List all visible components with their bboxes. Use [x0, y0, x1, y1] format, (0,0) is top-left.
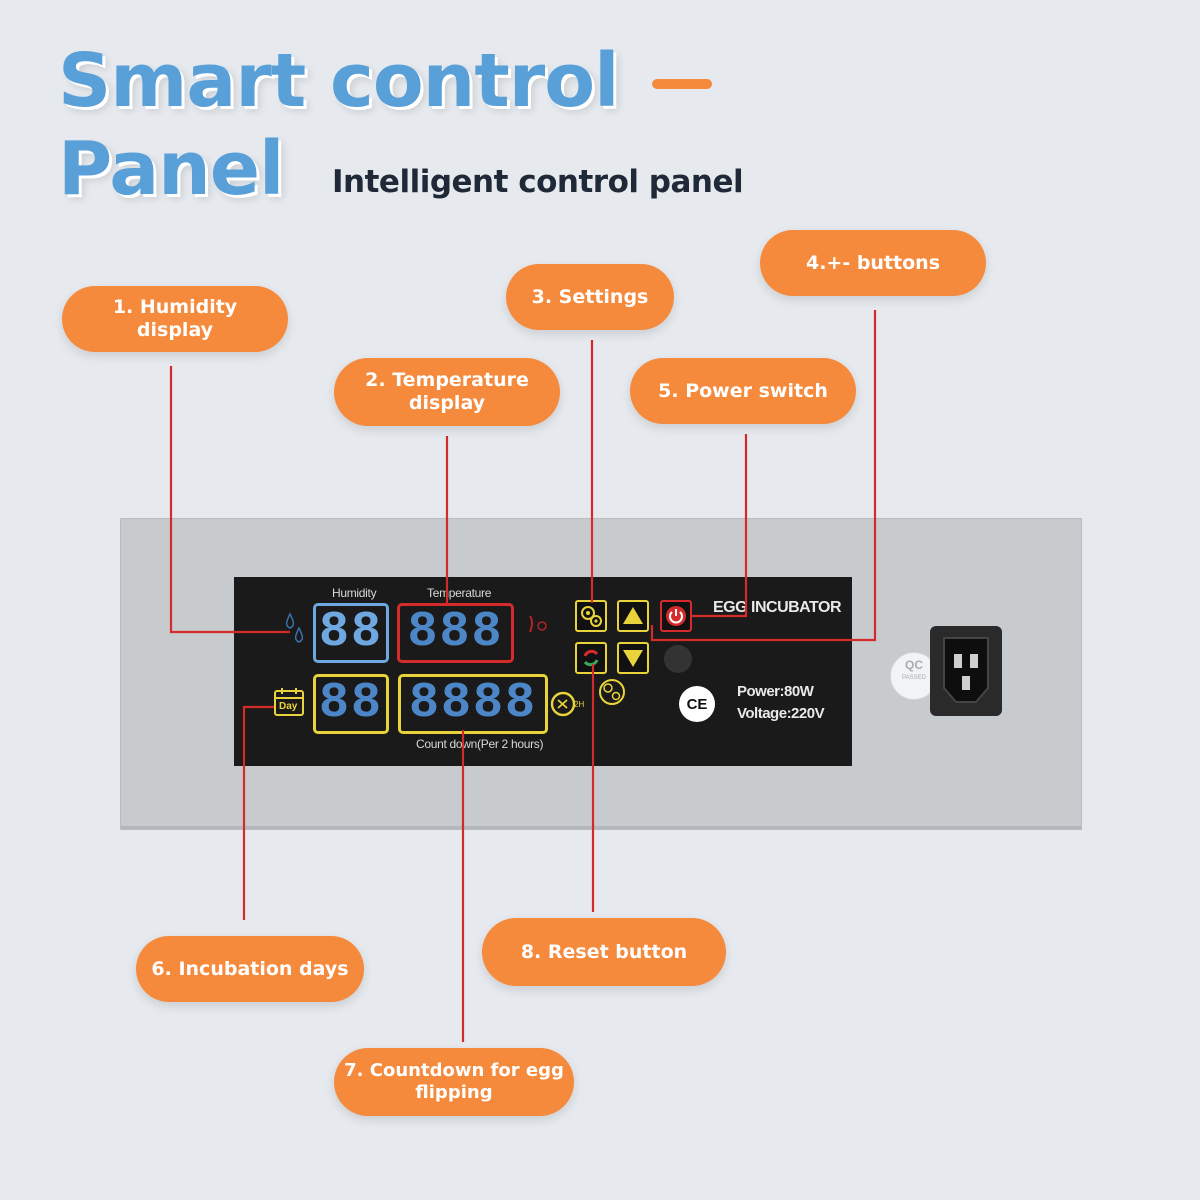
title-line-2: Panel [58, 126, 284, 212]
flip-timer-icon [549, 688, 591, 722]
callout-plus-minus-buttons: 4.+- buttons [760, 230, 986, 296]
power-spec: Power:80W [737, 683, 814, 700]
qc-label: QC [905, 658, 923, 672]
power-socket-icon [930, 626, 1002, 716]
plus-button[interactable] [617, 600, 649, 632]
thermometer-icon [522, 610, 552, 640]
ce-mark-icon: CE [679, 686, 715, 722]
ce-mark: CE [686, 695, 708, 713]
callout-reset-button: 8. Reset button [482, 918, 726, 986]
minus-button[interactable] [617, 642, 649, 674]
title-dash-decoration [652, 79, 712, 89]
temperature-display: 888 [397, 603, 514, 663]
countdown-display: 8888 [398, 674, 548, 734]
callout-countdown-flipping: 7. Countdown for egg flipping [334, 1048, 574, 1116]
temperature-label: Temperature [427, 586, 492, 600]
subtitle: Intelligent control panel [332, 164, 744, 200]
power-icon [666, 606, 686, 626]
control-panel-face [234, 577, 852, 766]
callout-power-switch: 5. Power switch [630, 358, 856, 424]
qc-sub-label: PASSED [902, 675, 926, 681]
leader-power [690, 434, 748, 618]
power-switch-button[interactable] [660, 600, 692, 632]
countdown-label: Count down(Per 2 hours) [416, 737, 544, 751]
leader-humidity [169, 366, 290, 634]
reset-arrows-icon [583, 649, 599, 667]
callout-humidity-display: 1. Humidity display [62, 286, 288, 352]
down-arrow-icon [623, 650, 643, 667]
leader-plus-minus [650, 310, 877, 642]
indicator-light [664, 645, 692, 673]
callout-incubation-days: 6. Incubation days [136, 936, 364, 1002]
title-line-1: Smart control [58, 38, 619, 124]
incubation-days-display: 88 [313, 674, 389, 734]
up-arrow-icon [623, 607, 643, 624]
flip-badge: 2H [574, 700, 585, 709]
humidity-label: Humidity [332, 586, 377, 600]
humidity-display: 88 [313, 603, 389, 663]
humidity-drops-icon [282, 610, 308, 650]
leader-days [242, 705, 274, 920]
settings-gears-icon [596, 676, 628, 708]
callout-settings: 3. Settings [506, 264, 674, 330]
day-badge: Day [279, 701, 298, 712]
callout-temperature-display: 2. Temperature display [334, 358, 560, 426]
calendar-day-icon [273, 686, 305, 718]
voltage-spec: Voltage:220V [737, 705, 825, 722]
reset-button[interactable] [575, 642, 607, 674]
settings-gears-icon [581, 606, 602, 627]
